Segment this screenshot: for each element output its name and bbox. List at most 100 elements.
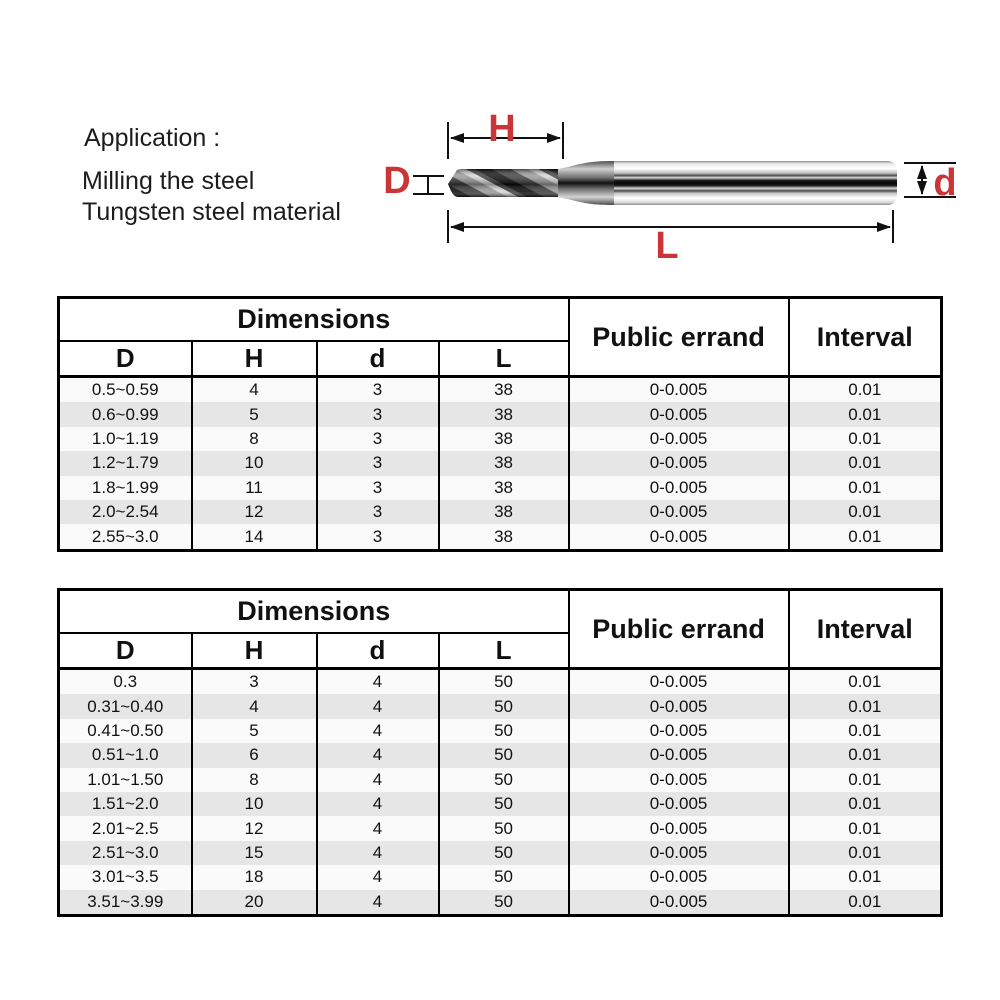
table-cell: 0.01: [787, 499, 943, 525]
table-subheader-row: D H d L: [57, 632, 942, 670]
table-cell: 38: [437, 524, 570, 551]
table-cell: 14: [190, 524, 318, 551]
column-header-d: d: [315, 632, 440, 670]
table-cell: 1.0~1.19: [57, 426, 193, 452]
table-cell: 8: [190, 426, 318, 452]
interval-header: Interval: [787, 588, 943, 670]
table-cell: 1.2~1.79: [57, 451, 193, 476]
table-cell: 6: [190, 743, 318, 768]
application-line-2: Tungsten steel material: [82, 198, 341, 226]
table-cell: 18: [190, 865, 318, 890]
table-cell: 4: [315, 668, 440, 695]
column-header-D: D: [57, 340, 193, 378]
table-cell: 0-0.005: [567, 865, 790, 890]
table-cell: 10: [190, 451, 318, 476]
table-cell: 4: [190, 694, 318, 719]
table-cell: 0.41~0.50: [57, 718, 193, 744]
d-upper-dimension-label: D: [383, 160, 410, 202]
drill-tip-shading: [448, 169, 560, 197]
table-cell: 4: [315, 694, 440, 719]
table-cell: 4: [315, 743, 440, 768]
table-cell: 0.01: [787, 816, 943, 841]
application-title: Application :: [84, 124, 221, 152]
table-cell: 1.51~2.0: [57, 791, 193, 817]
table-cell: 0-0.005: [567, 668, 790, 695]
table-cell: 0.51~1.0: [57, 743, 193, 768]
table-cell: 0.01: [787, 426, 943, 452]
table-cell: 0-0.005: [567, 694, 790, 719]
table-cell: 4: [315, 816, 440, 841]
table-cell: 0.01: [787, 524, 943, 551]
column-header-L: L: [437, 340, 570, 378]
table-cell: 2.51~3.0: [57, 840, 193, 866]
table-cell: 0.31~0.40: [57, 694, 193, 719]
table-cell: 12: [190, 499, 318, 525]
table-cell: 38: [437, 426, 570, 452]
table-cell: 3: [315, 402, 440, 427]
table-cell: 50: [437, 718, 570, 744]
table-cell: 0-0.005: [567, 426, 790, 452]
column-header-H: H: [190, 340, 318, 378]
table-cell: 3: [315, 451, 440, 476]
table-cell: 50: [437, 743, 570, 768]
table-cell: 38: [437, 499, 570, 525]
table-cell: 38: [437, 402, 570, 427]
d-lower-dimension: [904, 162, 956, 198]
column-header-D: D: [57, 632, 193, 670]
table-cell: 4: [190, 376, 318, 403]
table-cell: 3: [315, 426, 440, 452]
drill-neck-cone: [558, 161, 616, 205]
public-errand-header: Public errand: [567, 588, 790, 670]
column-header-H: H: [190, 632, 318, 670]
table-cell: 0.01: [787, 865, 943, 890]
table-cell: 8: [190, 767, 318, 792]
table-cell: 4: [315, 718, 440, 744]
table-cell: 0-0.005: [567, 791, 790, 817]
table-cell: 50: [437, 840, 570, 866]
dimensions-header: Dimensions: [57, 588, 570, 634]
table-cell: 0.01: [787, 718, 943, 744]
drill-shank: [614, 161, 897, 205]
h-dimension: [447, 122, 564, 159]
table-cell: 0-0.005: [567, 743, 790, 768]
table-cell: 0-0.005: [567, 524, 790, 551]
application-line-1: Milling the steel: [82, 167, 255, 195]
l-dimension: [447, 210, 894, 243]
table-cell: 0-0.005: [567, 840, 790, 866]
table-cell: 15: [190, 840, 318, 866]
table-cell: 0.01: [787, 743, 943, 768]
table-cell: 4: [315, 889, 440, 916]
table-cell: 10: [190, 791, 318, 817]
spec-table-1: Dimensions Public errand Interval D H d …: [57, 296, 944, 552]
table-cell: 3: [190, 668, 318, 695]
l-dimension-label: L: [655, 225, 678, 267]
table-cell: 50: [437, 816, 570, 841]
table-cell: 3.01~3.5: [57, 865, 193, 890]
table-cell: 0.01: [787, 376, 943, 403]
drill-bit-illustration: [448, 161, 897, 205]
table-cell: 0.6~0.99: [57, 402, 193, 427]
table-header-row: Dimensions Public errand Interval: [57, 588, 943, 670]
table-cell: 5: [190, 718, 318, 744]
table-cell: 0.01: [787, 767, 943, 792]
table-cell: 50: [437, 865, 570, 890]
table-cell: 0.01: [787, 668, 943, 695]
application-block: Application : Milling the steel Tungsten…: [82, 124, 341, 228]
table-cell: 0-0.005: [567, 816, 790, 841]
public-errand-header: Public errand: [567, 296, 790, 378]
table-cell: 12: [190, 816, 318, 841]
table-cell: 50: [437, 668, 570, 695]
table-cell: 3: [315, 475, 440, 500]
